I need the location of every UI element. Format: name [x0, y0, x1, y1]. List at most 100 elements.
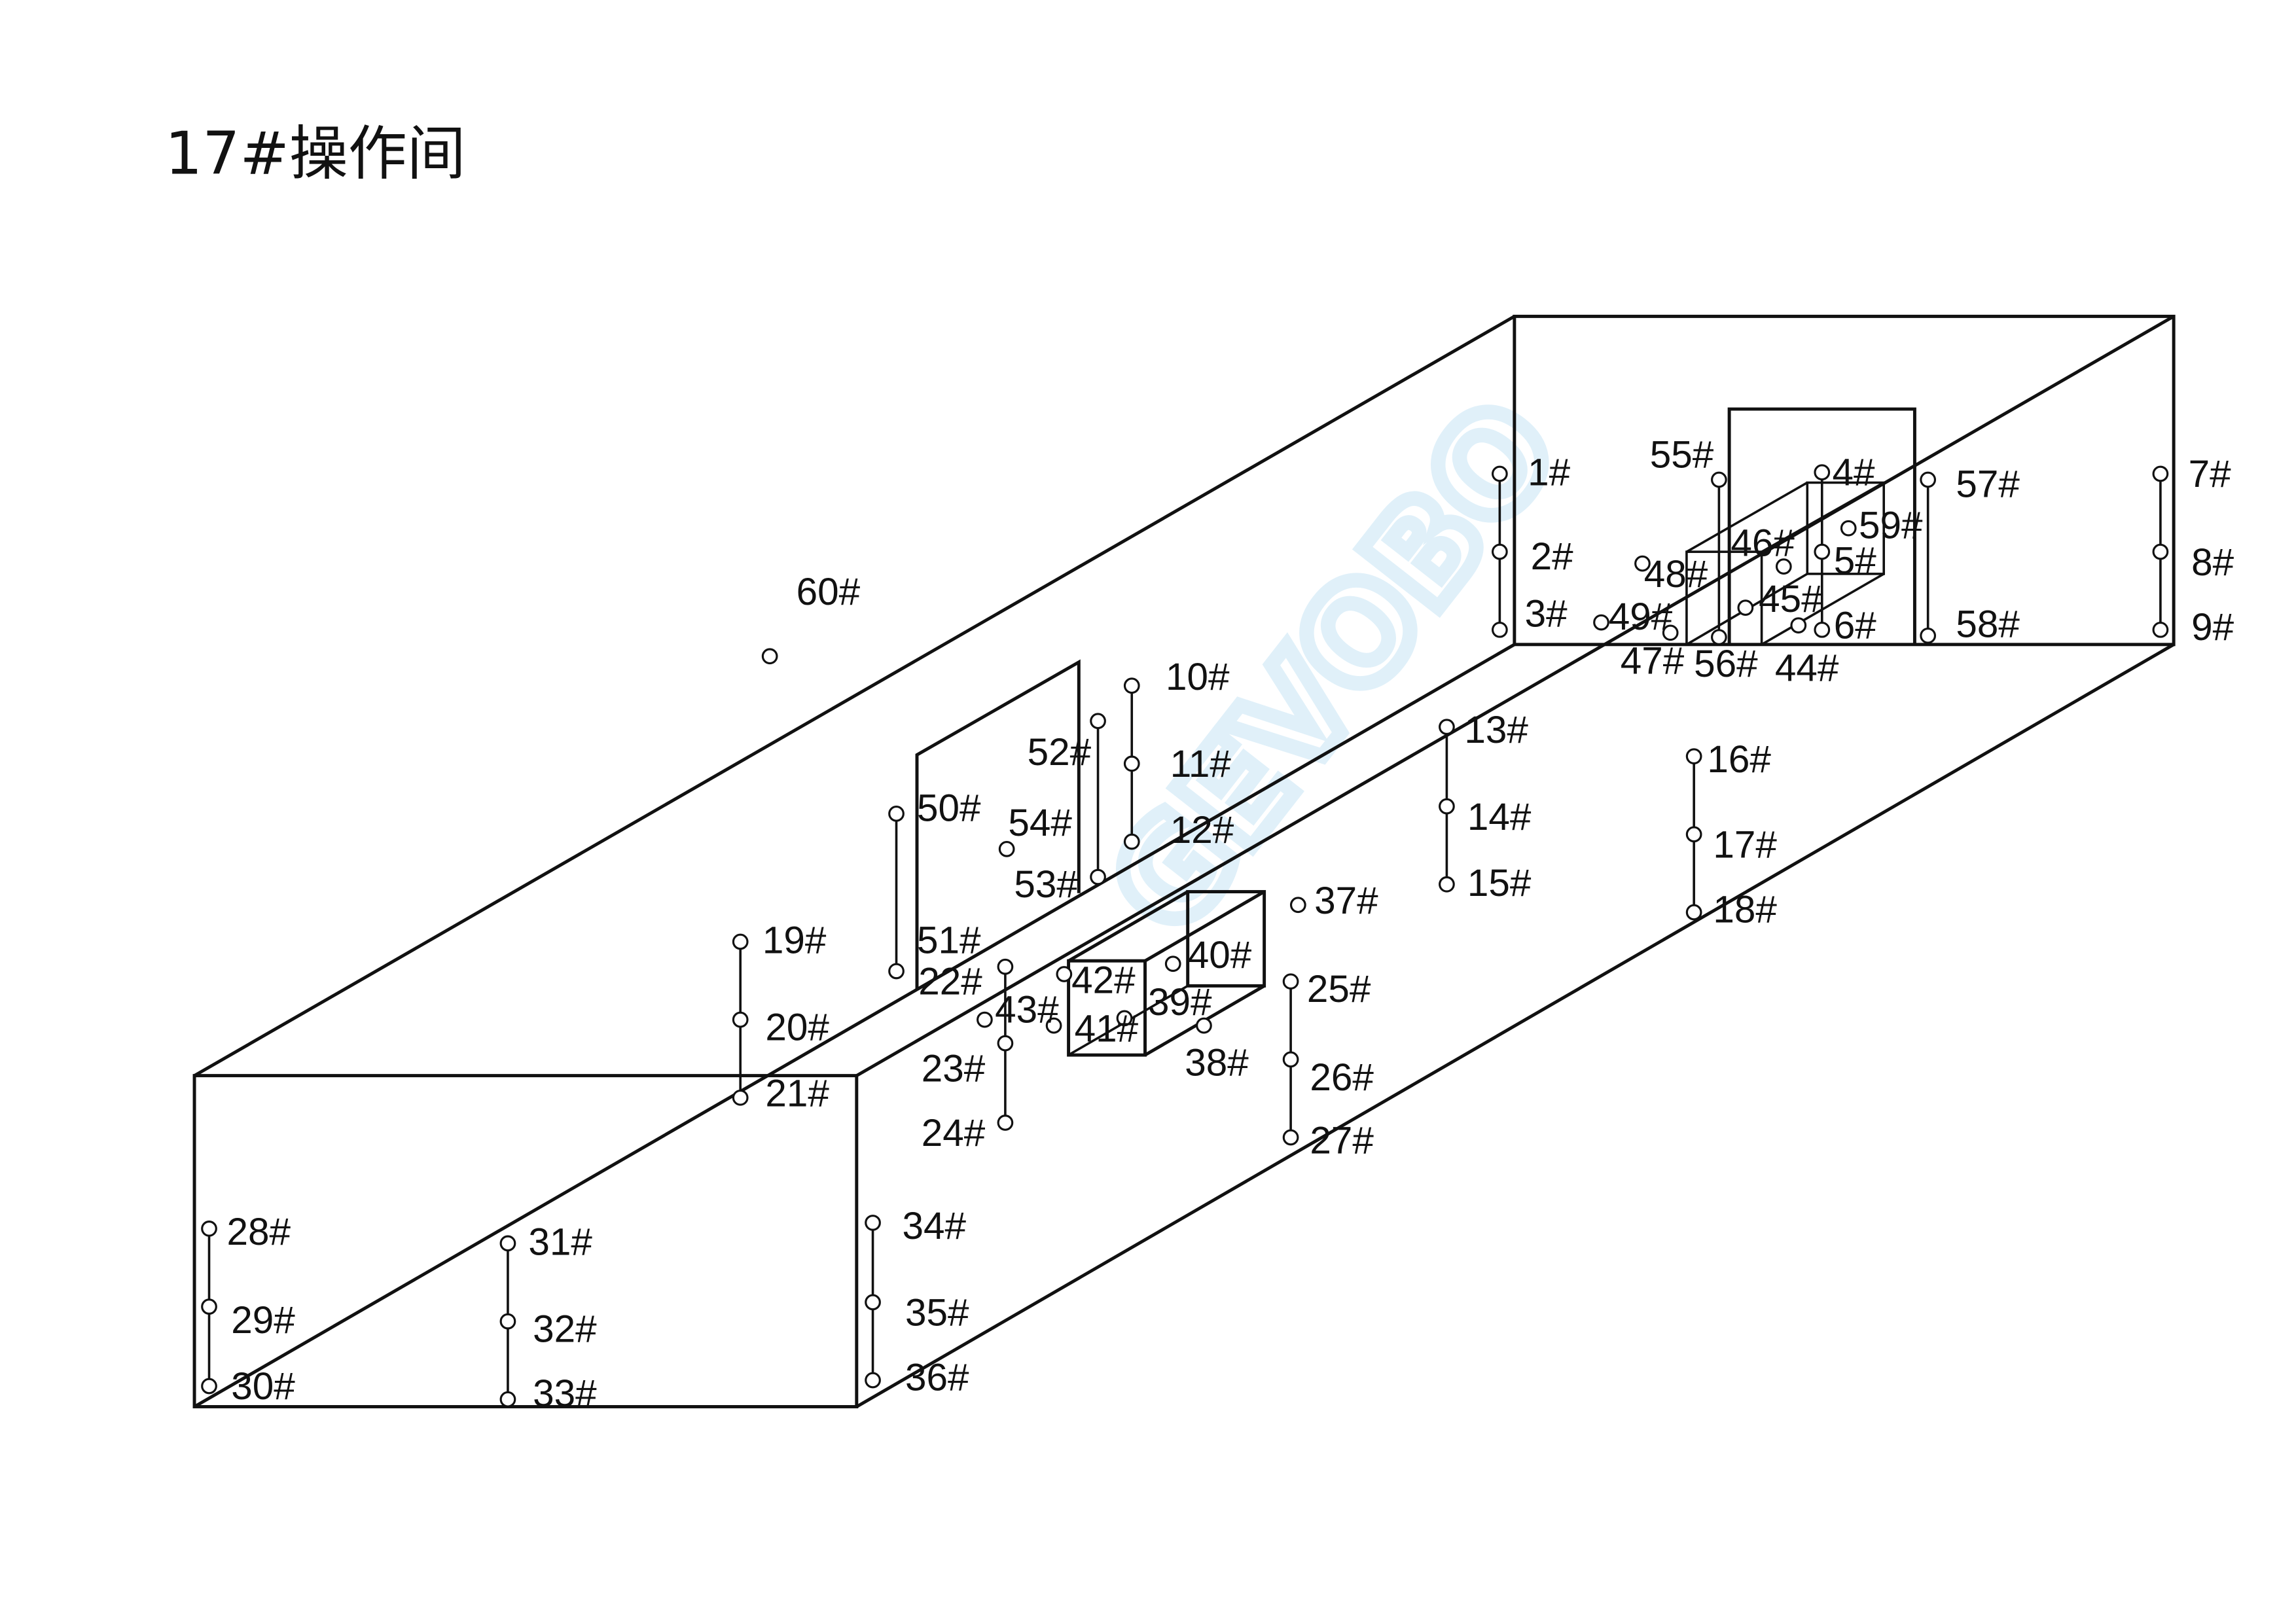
measurement-point: 26# — [1282, 1051, 1374, 1099]
point-marker-icon — [1492, 465, 1508, 482]
point-label: 50# — [917, 787, 981, 829]
point-marker-icon — [1685, 748, 1702, 765]
point-label: 25# — [1307, 968, 1371, 1010]
measurement-point: 41# — [1075, 1008, 1139, 1050]
measurement-point: 54# — [998, 802, 1072, 857]
point-label: 12# — [1170, 809, 1234, 851]
point-marker-icon — [761, 648, 778, 665]
measurement-point: 57# — [1920, 463, 2020, 506]
point-marker-icon — [1123, 833, 1140, 850]
point-marker-icon — [201, 1378, 217, 1395]
point-marker-icon — [1282, 1051, 1299, 1068]
point-label: 57# — [1956, 463, 2020, 506]
room-outline — [192, 314, 2176, 1408]
measurement-point: 32# — [499, 1308, 597, 1350]
measurement-point: 14# — [1439, 796, 1532, 838]
point-marker-icon — [1439, 719, 1455, 736]
measurement-point: 45# — [1737, 578, 1823, 620]
point-label: 47# — [1621, 639, 1685, 682]
point-marker-icon — [1116, 1010, 1133, 1027]
measurement-point: 51# — [888, 919, 981, 980]
point-label: 20# — [765, 1006, 829, 1048]
point-label: 5# — [1834, 540, 1877, 582]
edge-bottom-left — [193, 643, 1516, 1408]
measurement-point: 34# — [865, 1205, 967, 1247]
measurement-point: 1# — [1492, 452, 1571, 494]
measurement-point: 31# — [499, 1221, 592, 1264]
measurement-point: 29# — [201, 1298, 295, 1342]
point-marker-icon — [1814, 543, 1831, 560]
point-marker-icon — [1056, 966, 1073, 982]
point-marker-icon — [2152, 621, 2169, 638]
measurement-point: 23# — [922, 1035, 1014, 1090]
point-marker-icon — [1685, 904, 1702, 921]
measurement-point: 8# — [2152, 541, 2234, 584]
point-label: 51# — [917, 919, 981, 962]
point-marker-icon — [1593, 614, 1609, 631]
measurement-point: 38# — [1045, 1017, 1249, 1084]
point-label: 7# — [2189, 453, 2232, 495]
measurement-point: 36# — [865, 1356, 969, 1399]
point-marker-icon — [499, 1235, 516, 1252]
point-label: 21# — [765, 1073, 829, 1115]
point-label: 39# — [1148, 981, 1212, 1024]
measurement-point: 16# — [1685, 738, 1771, 781]
point-label: 15# — [1467, 862, 1532, 904]
measurement-point: 25# — [1282, 968, 1371, 1010]
point-marker-icon — [1492, 621, 1508, 638]
point-marker-icon — [2152, 543, 2169, 560]
measurement-point: 59# — [1840, 505, 1923, 547]
measurement-point: 42# — [1056, 959, 1136, 1001]
point-marker-icon — [1090, 713, 1106, 730]
measurement-point: 53# — [1014, 863, 1106, 906]
equipment-box-center — [1067, 890, 1266, 1057]
point-marker-icon — [732, 1089, 749, 1106]
point-label: 34# — [903, 1205, 967, 1247]
point-marker-icon — [1790, 617, 1807, 633]
point-label: 52# — [1028, 731, 1092, 774]
point-label: 9# — [2191, 606, 2234, 649]
page-title: 17#操作间 — [165, 120, 466, 188]
measurement-point: 13# — [1439, 709, 1528, 751]
point-marker-icon — [1196, 1017, 1212, 1034]
point-label: 29# — [231, 1299, 295, 1342]
measurement-point: 27# — [1282, 1119, 1374, 1162]
point-label: 23# — [922, 1047, 986, 1090]
point-label: 4# — [1833, 452, 1876, 494]
point-label: 35# — [905, 1292, 969, 1334]
point-marker-icon — [1920, 627, 1937, 644]
measurement-point: 35# — [865, 1292, 969, 1334]
measurement-point: 56# — [1694, 629, 1758, 685]
point-label: 11# — [1170, 743, 1232, 785]
point-marker-icon — [1164, 955, 1181, 972]
measurement-point: 10# — [1123, 656, 1230, 698]
point-marker-icon — [499, 1313, 516, 1330]
measurement-point: 60# — [761, 571, 861, 665]
point-marker-icon — [201, 1298, 217, 1315]
point-marker-icon — [1492, 543, 1508, 560]
point-marker-icon — [1090, 868, 1106, 885]
measurement-point: 7# — [2152, 453, 2232, 495]
measurement-points: 1#2#3#4#5#6#7#8#9#10#11#12#13#14#15#16#1… — [201, 434, 2234, 1415]
point-marker-icon — [1662, 624, 1679, 641]
measurement-point: 39# — [1148, 981, 1212, 1034]
point-marker-icon — [865, 1215, 881, 1231]
measurement-point: 9# — [2152, 606, 2234, 649]
measurement-point: 4# — [1814, 452, 1876, 494]
point-marker-icon — [1685, 826, 1702, 843]
front-wall — [192, 1074, 859, 1408]
point-label: 30# — [231, 1365, 295, 1408]
point-label: 48# — [1644, 553, 1708, 596]
point-marker-icon — [1814, 621, 1831, 638]
point-label: 10# — [1166, 656, 1230, 698]
measurement-point: 6# — [1814, 605, 1877, 647]
point-marker-icon — [865, 1372, 881, 1389]
measurement-point: 20# — [732, 1006, 829, 1048]
point-label: 38# — [1185, 1041, 1249, 1084]
point-marker-icon — [1282, 973, 1299, 990]
point-marker-icon — [1775, 558, 1792, 575]
point-marker-icon — [1123, 755, 1140, 772]
point-label: 41# — [1075, 1008, 1139, 1050]
point-label: 31# — [528, 1221, 592, 1264]
point-label: 6# — [1834, 605, 1877, 647]
